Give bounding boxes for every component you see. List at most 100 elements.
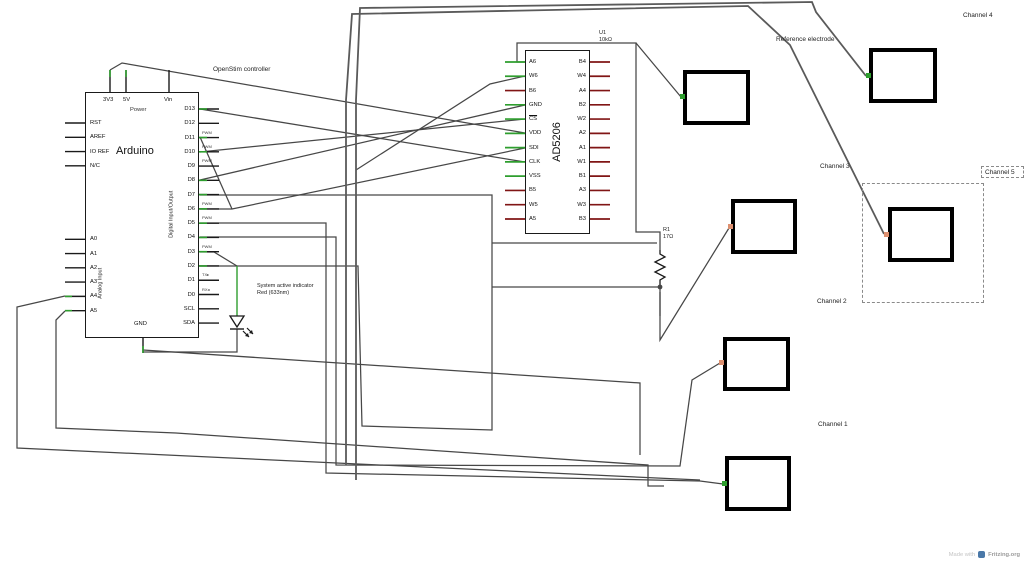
electrode-box-channel3 (731, 199, 797, 254)
arduino-pin-scl: SCL (183, 305, 195, 312)
channel5-label-box: Channel 5 (981, 166, 1024, 178)
arduino-pin-aref: AREF (90, 134, 106, 141)
ad5206-pin-b3: B3 (578, 216, 586, 222)
ad5206-pin-a2: A2 (578, 130, 586, 137)
electrode-box-a (683, 70, 750, 125)
led-arrow-2 (246, 327, 254, 335)
tip-channel5-red (884, 232, 889, 237)
ad5206-pin-a3: A3 (578, 187, 586, 194)
ad5206-pin-b1: B1 (578, 173, 586, 180)
resistor-designator: R1 (663, 227, 671, 233)
led-arrowhead-2 (249, 330, 253, 334)
tip-reference-green (866, 73, 871, 78)
led-note-line2: Red (633nm) (257, 290, 290, 296)
wire (200, 194, 493, 431)
pin-tag-d6: PWM (202, 200, 212, 206)
pin-tag-d1: TX▸ (202, 272, 210, 278)
arduino-pin-d4: D4 (187, 234, 195, 241)
wire (200, 251, 238, 267)
fritzing-brand-text: Fritzing.org (988, 551, 1020, 558)
arduino-pin-a2: A2 (90, 264, 98, 271)
channel1-label: Channel 1 (818, 421, 848, 428)
arduino-pin-sda: SDA (183, 320, 195, 326)
ad5206-pin-a6: A6 (529, 59, 537, 65)
ad5206-pin-vdd: VDD (529, 130, 542, 137)
electrode-box-reference (869, 48, 937, 103)
pin-tag-d0: RX◂ (202, 286, 210, 292)
wire-top-run-1 (345, 5, 885, 465)
resistor-r1-symbol (653, 250, 667, 287)
channel4-label: Channel 4 (963, 12, 993, 19)
wire (635, 42, 682, 98)
arduino-gnd-label: GND (134, 321, 147, 327)
ad5206-pin-cs: CS (529, 116, 538, 123)
arduino-pin-nc: N/C (90, 162, 100, 169)
arduino-pin-d11: D11 (184, 134, 195, 141)
arduino-pin-d10: D10 (184, 148, 195, 155)
arduino-title: Arduino (116, 145, 154, 157)
ad5206-pin-a4: A4 (578, 87, 586, 94)
tip-channel2-red (719, 360, 724, 365)
ad5206-pin-b4: B4 (578, 59, 586, 65)
wire (199, 104, 526, 181)
pin-tag-d5: PWM (202, 215, 212, 221)
arduino-pin-a4: A4 (90, 293, 98, 300)
arduino-pin-a0: A0 (90, 236, 98, 243)
wire (200, 147, 526, 210)
arduino-pin-a1: A1 (90, 250, 98, 257)
ad5206-pin-w2: W2 (577, 116, 586, 123)
pin-tag-d11: PWM (202, 129, 212, 135)
pin-tag-d10: PWM (202, 143, 212, 149)
ad5206-pin-w6: W6 (529, 73, 538, 80)
ad5206-pin-vss: VSS (529, 173, 541, 180)
ad5206-pin-a5: A5 (529, 216, 537, 222)
arduino-pin-d5: D5 (187, 220, 195, 227)
arduino-pin-d0: D0 (187, 291, 195, 298)
ad5206-pin-a1: A1 (578, 144, 586, 151)
junction-dot (657, 284, 663, 290)
ad5206-designator: U1 (599, 30, 607, 36)
wire (142, 349, 641, 455)
ad5206-pin-gnd: GND (529, 101, 542, 108)
arduino-pin-ioref: IO REF (90, 148, 110, 155)
arduino-pin-vin: Vin (164, 97, 173, 103)
ad5206-pin-b5: B5 (529, 187, 537, 194)
led-icon (228, 315, 246, 329)
openstim-controller-label: OpenStim controller (213, 66, 271, 73)
reference-electrode-label: Reference electrode (776, 36, 835, 43)
arduino-pin-a3: A3 (90, 279, 98, 286)
wire (200, 236, 721, 467)
arduino-pin-d13: D13 (184, 106, 195, 112)
arduino-pin-d1: D1 (187, 277, 195, 284)
arduino-pin-d7: D7 (187, 191, 195, 198)
wire (659, 227, 730, 343)
arduino-pin-5v: 5V (123, 97, 131, 103)
led-arrow-1 (242, 330, 250, 338)
arduino-pin-d6: D6 (187, 205, 195, 212)
arduino-pin-d2: D2 (187, 263, 195, 269)
ad5206-pin-sdi: SDI (529, 144, 539, 151)
arduino-digital-io-label: Digital Input/Output (168, 190, 175, 238)
arduino-pin-3v3: 3V3 (103, 97, 114, 103)
wire (199, 108, 526, 163)
arduino-pin-d12: D12 (184, 120, 195, 127)
resistor-value: 17Ω (663, 234, 674, 240)
tip-channel1-green (722, 481, 727, 486)
electrode-box-channel2 (723, 337, 790, 391)
pin-tag-d9: PWM (202, 158, 212, 164)
fritzing-credit: Made with Fritzing.org (949, 551, 1020, 558)
ad5206-pin-w4: W4 (577, 73, 586, 80)
arduino-pin-rst: RST (90, 120, 102, 126)
arduino-analog-input-label: Analog Input (97, 267, 104, 299)
tip-box-a-green (680, 94, 685, 99)
ad5206-pin-w1: W1 (577, 158, 586, 165)
tip-channel3-red (728, 224, 733, 229)
electrode-box-channel5 (888, 207, 954, 262)
ad5206-pin-b6: B6 (529, 87, 537, 94)
ad5206-value: 10kΩ (599, 37, 612, 43)
fritzing-logo-icon (978, 551, 986, 558)
channel5-label: Channel 5 (985, 169, 1015, 176)
arduino-power-label: Power (130, 107, 147, 113)
